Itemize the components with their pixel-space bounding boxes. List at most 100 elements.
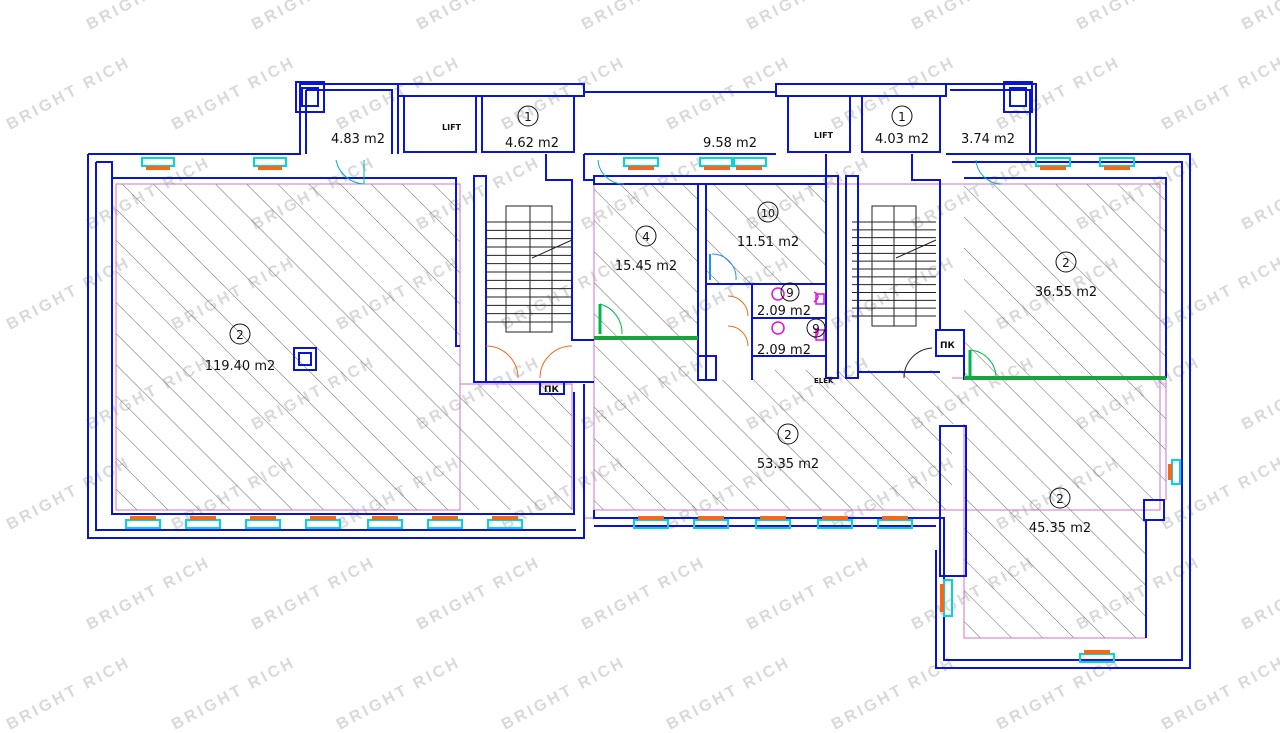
room-label-stair-right: 1 4.03 m2 [875,105,929,147]
room-label-stair-left: 1 4.62 m2 [505,105,559,151]
room-fills [116,184,1166,638]
stair-left [486,205,573,333]
room-label-45: 2 45.35 m2 [1029,487,1091,536]
watermark-text: BRIGHT RICH [1159,254,1280,334]
room-labels: 2 119.40 m2 2 53.35 m2 2 36.55 m2 2 45.3… [205,105,1097,536]
room-label-wc2: 9 2.09 m2 [757,318,826,358]
room-area: 45.35 m2 [1029,521,1091,536]
window-sill [1104,166,1130,170]
watermark-text: BRIGHT RICH [1239,0,1280,34]
watermark-text: BRIGHT RICH [1159,654,1280,733]
window-sill [250,516,276,520]
room-area: 11.51 m2 [737,235,799,250]
shafts [293,347,317,371]
room-number: 2 [1062,256,1070,270]
watermark-text: BRIGHT RICH [994,54,1124,134]
watermark-text: BRIGHT RICH [4,54,134,134]
elek-label: ELEK [814,377,834,385]
window-sill [1040,166,1066,170]
room-area: 2.09 m2 [757,343,811,358]
watermark-text: BRIGHT RICH [84,554,214,634]
room-label-11: 10 11.51 m2 [737,201,799,250]
window-sill [760,516,786,520]
watermark-text: BRIGHT RICH [4,254,134,334]
room-area: 15.45 m2 [615,259,677,274]
door-swings [335,159,1003,379]
room-area: 2.09 m2 [757,304,811,319]
window [125,519,161,529]
room-number: 1 [524,110,532,124]
window-sill [432,516,458,520]
window-sill [638,516,664,520]
window-sill [822,516,848,520]
watermark-text: BRIGHT RICH [1239,354,1280,434]
window-sill [736,166,762,170]
pk-label-left: ПК [544,385,560,395]
room-label-53: 2 53.35 m2 [757,423,819,472]
watermark-text: BRIGHT RICH [414,0,544,34]
window [623,157,659,167]
watermark-text: BRIGHT RICH [499,654,629,733]
room-area: 4.03 m2 [875,132,929,147]
room-number: 2 [236,328,244,342]
window [367,519,403,529]
window-sill [492,516,518,520]
room-area-corridor-top: 9.58 m2 [703,136,757,151]
window-sill [704,166,730,170]
watermark-text: BRIGHT RICH [909,0,1039,34]
watermark-text: BRIGHT RICH [414,554,544,634]
window [731,157,767,167]
window-sill [130,516,156,520]
window-sill [882,516,908,520]
watermark-text: BRIGHT RICH [169,654,299,733]
room-area-balcony-left: 4.83 m2 [331,132,385,147]
lift-label-left: LIFT [442,123,462,132]
window-sill [190,516,216,520]
pk-label-right: ПК [940,341,956,351]
window-sill [1168,464,1172,480]
watermark-text: BRIGHT RICH [994,654,1124,733]
room-label-36: 2 36.55 m2 [1035,251,1097,300]
window-sill [372,516,398,520]
room-number: 2 [784,428,792,442]
watermark-text: BRIGHT RICH [1159,54,1280,134]
window-sill [628,166,654,170]
stair-right [852,205,937,327]
room-label-119: 2 119.40 m2 [205,323,276,374]
window-sill [146,166,170,170]
watermark-text: BRIGHT RICH [829,654,959,733]
window [253,157,287,167]
watermark-text: BRIGHT RICH [1074,0,1204,34]
window [141,157,175,167]
room-label-wc1: 9 2.09 m2 [757,282,811,319]
watermark-text: BRIGHT RICH [169,54,299,134]
window-sill [310,516,336,520]
watermark-text: BRIGHT RICH [579,0,709,34]
window-sill [698,516,724,520]
window-sill [1084,650,1110,654]
watermark-text: BRIGHT RICH [1239,154,1280,234]
room-number: 9 [812,322,820,336]
room-area: 36.55 m2 [1035,285,1097,300]
window [427,519,463,529]
watermark-text: BRIGHT RICH [1159,454,1280,534]
watermark-text: BRIGHT RICH [664,54,794,134]
room-number: 1 [898,110,906,124]
watermark-text: BRIGHT RICH [84,0,214,34]
lift-label-right: LIFT [814,131,834,140]
window [245,519,281,529]
watermark-text: BRIGHT RICH [4,454,134,534]
watermark-text: BRIGHT RICH [664,654,794,733]
room-number: 10 [761,207,775,220]
watermark-text: BRIGHT RICH [579,554,709,634]
room-number: 9 [786,286,794,300]
watermark-text: BRIGHT RICH [744,554,874,634]
watermark-text: BRIGHT RICH [744,0,874,34]
watermark-text: BRIGHT RICH [334,654,464,733]
room-area: 119.40 m2 [205,359,276,374]
room-number: 2 [1056,492,1064,506]
window [1171,459,1181,485]
sills [130,166,1172,654]
room-label-15: 4 15.45 m2 [615,225,677,274]
watermark-text: BRIGHT RICH [249,554,379,634]
